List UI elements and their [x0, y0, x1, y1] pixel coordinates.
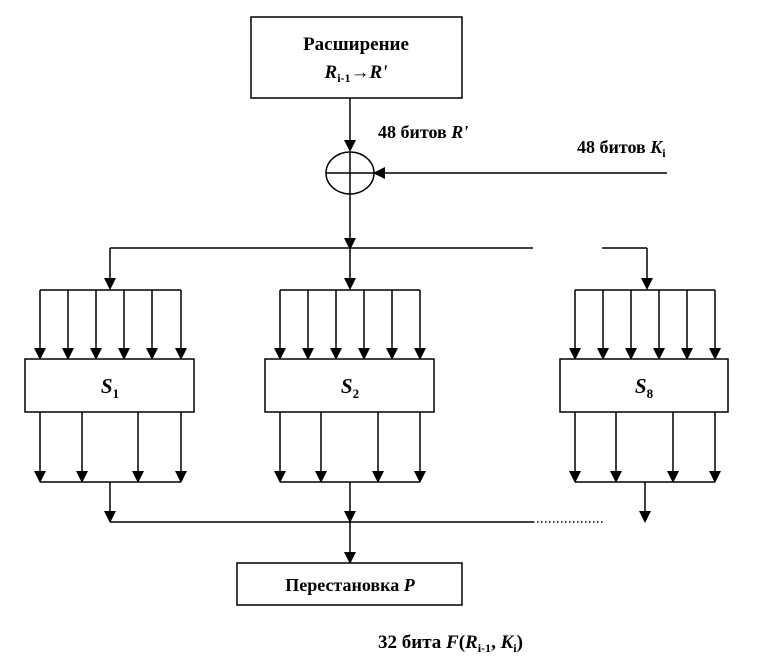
sbox-s8-label: S8: [635, 374, 654, 401]
xor-icon: [325, 151, 375, 195]
sbox-s1-label: S1: [101, 374, 119, 401]
sbox-group-2: S2: [264, 289, 435, 523]
expansion-box: [250, 16, 463, 99]
sbox-s8: [559, 358, 729, 413]
sbox-group-8: S8: [559, 289, 729, 523]
sbox-s2: [264, 358, 435, 413]
expansion-formula: Ri-1→R': [324, 62, 388, 85]
label-48-bits-k: 48 битов Ki: [577, 137, 666, 160]
output-label: 32 бита F(Ri-1, Ki): [378, 632, 523, 655]
sbox-group-1: S1: [24, 289, 195, 523]
sbox-s2-label: S2: [341, 374, 359, 401]
permutation-label: Перестановка P: [285, 575, 416, 595]
sbox-s1: [24, 358, 195, 413]
label-48-bits-r: 48 битов R': [378, 122, 468, 142]
permutation-box: [236, 562, 463, 606]
expansion-title: Расширение: [303, 34, 409, 55]
